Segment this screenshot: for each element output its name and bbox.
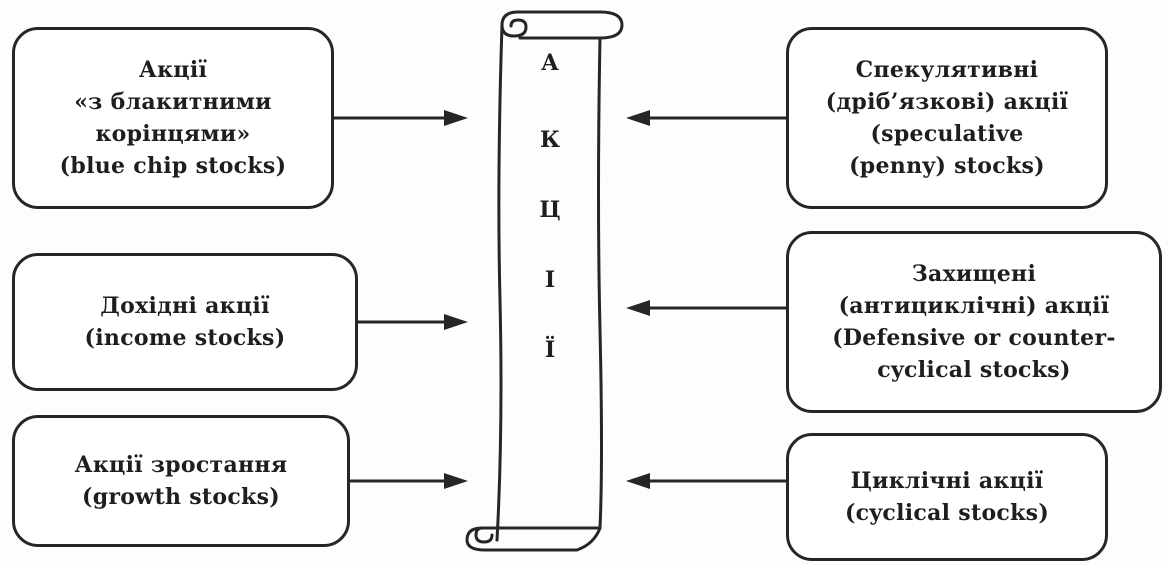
scroll-right-edge <box>597 36 603 530</box>
box-text-line: (антициклічні) акції <box>838 293 1110 319</box>
box-text-line: Циклічні акції <box>850 468 1044 494</box>
scroll-letter: Ї <box>544 337 556 363</box>
box-text-line: (penny) stocks) <box>849 153 1045 179</box>
arrow-right-2 <box>626 300 786 316</box>
box-text-line: cyclical stocks) <box>877 357 1071 383</box>
scroll-left-edge <box>495 23 504 542</box>
box-text-line: (Defensive or counter- <box>832 325 1116 351</box>
box-text-line: Дохідні акції <box>100 293 270 319</box>
box-text-line: Захищені <box>911 261 1037 287</box>
box-text-line: (income stocks) <box>84 325 286 351</box>
scroll-letter: Ц <box>539 197 561 223</box>
box-text-line: корінцями» <box>95 121 251 147</box>
box-income-stocks: Дохідні акції (income stocks) <box>12 253 358 391</box>
box-defensive-stocks: Захищені (антициклічні) акції (Defensive… <box>786 231 1162 413</box>
scroll-letter: К <box>539 127 560 153</box>
scroll-letter: А <box>541 50 559 76</box>
arrow-left-2 <box>358 314 468 330</box>
scroll-letters: А К Ц І Ї <box>500 0 600 565</box>
box-text-line: (blue chip stocks) <box>59 153 287 179</box>
arrow-left-3 <box>350 473 468 489</box>
box-text-line: (speculative <box>870 121 1024 147</box>
box-text-line: Акції <box>138 57 208 83</box>
arrow-right-3 <box>626 473 786 489</box>
box-cyclical-stocks: Циклічні акції (cyclical stocks) <box>786 433 1108 561</box>
scroll-bottom-roll <box>465 526 602 552</box>
box-text-line: Спекулятивні <box>855 57 1039 83</box>
box-text-line: «з блакитними <box>74 89 272 115</box>
box-growth-stocks: Акції зростання (growth stocks) <box>12 415 350 547</box>
arrow-left-1 <box>334 110 468 126</box>
box-text-line: Акції зростання <box>74 452 288 478</box>
box-speculative-stocks: Спекулятивні (дріб’язкові) акції (specul… <box>786 27 1108 209</box>
box-text-line: (cyclical stocks) <box>844 500 1050 526</box>
scroll-letter: І <box>544 267 556 293</box>
arrow-right-1 <box>626 110 786 126</box>
box-text-line: (growth stocks) <box>82 484 280 510</box>
box-blue-chip-stocks: Акції «з блакитними корінцями» (blue chi… <box>12 27 334 209</box>
scroll-top-roll <box>500 10 624 40</box>
box-text-line: (дріб’язкові) акції <box>825 89 1069 115</box>
